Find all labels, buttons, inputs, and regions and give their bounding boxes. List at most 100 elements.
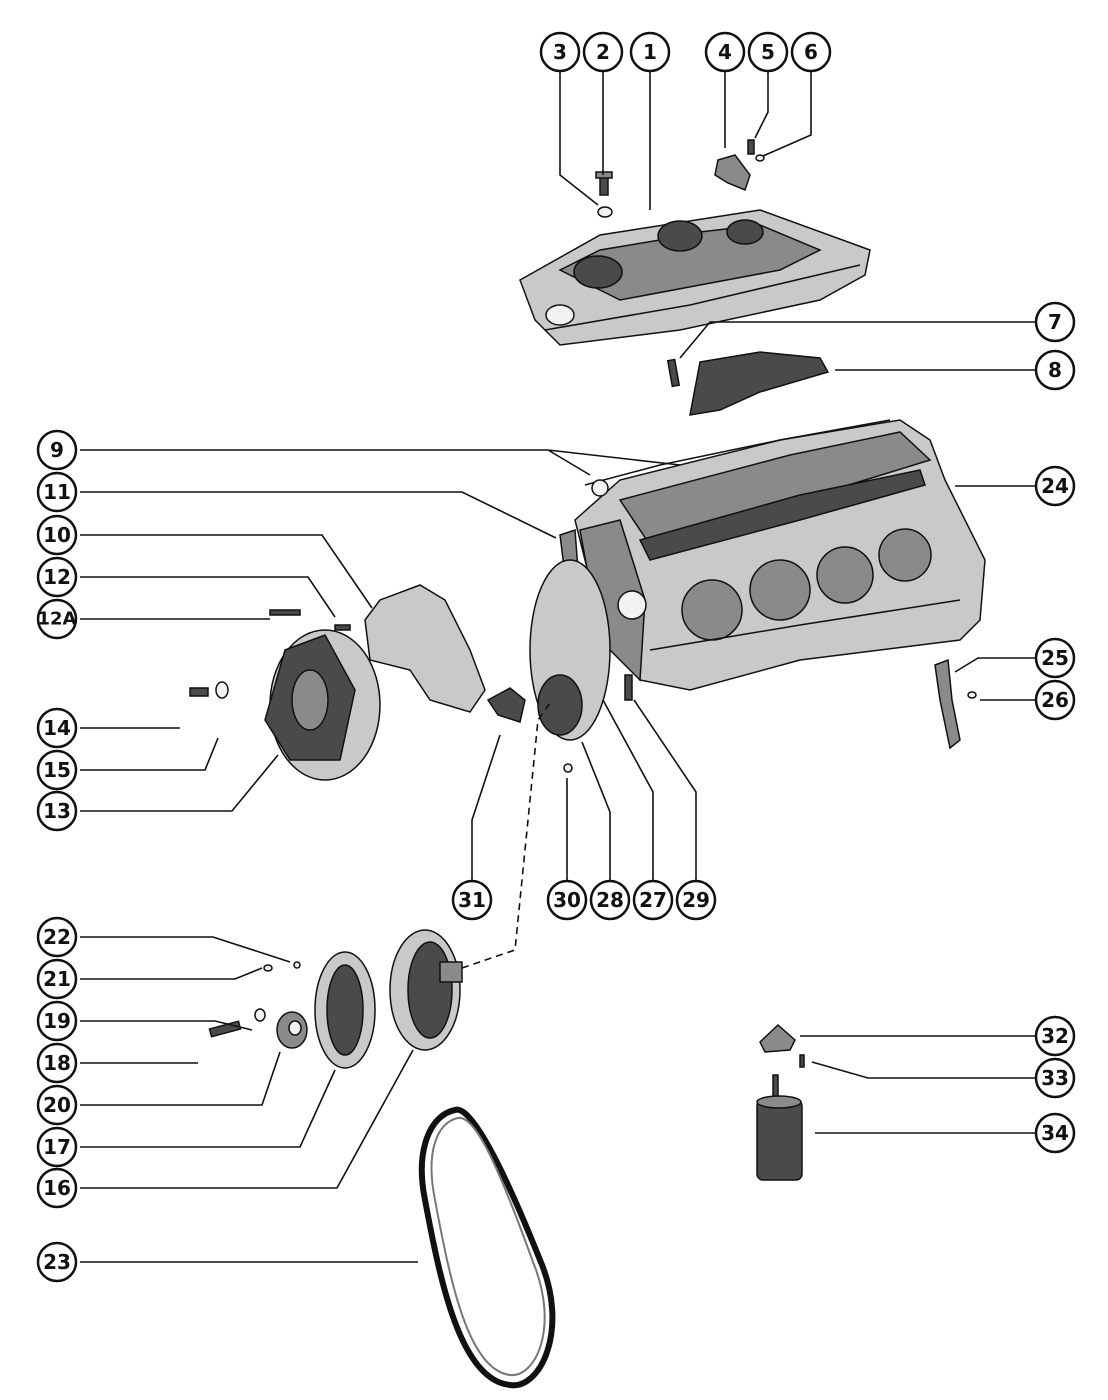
callout-29: 29	[675, 879, 717, 921]
svg-text:7: 7	[1048, 310, 1062, 334]
callout-1: 1	[629, 31, 671, 73]
svg-text:5: 5	[761, 40, 775, 64]
filter-adaptor	[759, 1023, 796, 1053]
callout-19: 19	[36, 1000, 78, 1042]
callout-27: 27	[632, 879, 674, 921]
pump-pulley	[264, 629, 381, 781]
pump-bolt	[334, 624, 351, 631]
callout-17: 17	[36, 1126, 78, 1168]
timing-cover	[537, 674, 583, 736]
callout-31: 31	[451, 879, 493, 921]
svg-text:24: 24	[1041, 474, 1069, 498]
callout-21: 21	[36, 958, 78, 1000]
callout-22: 22	[36, 916, 78, 958]
leader-31	[471, 734, 501, 880]
svg-text:33: 33	[1041, 1066, 1069, 1090]
callout-28: 28	[589, 879, 631, 921]
svg-text:34: 34	[1041, 1121, 1069, 1145]
manifold-washer	[597, 206, 613, 218]
svg-text:28: 28	[596, 888, 624, 912]
callout-26: 26	[1034, 679, 1076, 721]
oil-pump-screw	[967, 691, 977, 699]
callout-9: 9	[36, 429, 78, 471]
svg-text:27: 27	[639, 888, 667, 912]
svg-text:17: 17	[43, 1135, 71, 1159]
leader-11	[80, 491, 557, 539]
bracket-nut	[755, 154, 765, 162]
svg-text:21: 21	[43, 967, 71, 991]
manifold-bracket	[714, 154, 751, 191]
leader-12	[80, 576, 336, 618]
callout-18: 18	[36, 1042, 78, 1084]
leader-29	[633, 699, 697, 880]
leader-3	[559, 70, 599, 206]
valley-cover	[689, 351, 830, 416]
drive-belt	[418, 1106, 556, 1389]
callout-30: 30	[546, 879, 588, 921]
callout-6: 6	[790, 31, 832, 73]
callout-4: 4	[704, 31, 746, 73]
callout-7: 7	[1034, 301, 1076, 343]
leader-21	[80, 967, 263, 980]
parts-illustrations	[189, 139, 986, 1389]
drive-belt-inner	[430, 1116, 546, 1377]
svg-text:12A: 12A	[38, 609, 77, 630]
pump-stud	[269, 609, 301, 616]
callouts: 1 2 3 4 5 6 7 8 9 10 11 12 12A 13 14 15 …	[36, 31, 1076, 1283]
svg-text:32: 32	[1041, 1024, 1069, 1048]
leader-22	[80, 936, 291, 963]
callout-12a: 12A	[36, 598, 78, 640]
svg-text:25: 25	[1041, 646, 1069, 670]
callout-23: 23	[36, 1241, 78, 1283]
leader-19	[80, 1020, 253, 1031]
leader-17	[80, 1069, 336, 1148]
svg-text:3: 3	[553, 40, 567, 64]
crank-pulley-inner	[314, 951, 376, 1069]
svg-text:16: 16	[43, 1176, 71, 1200]
svg-text:15: 15	[43, 758, 71, 782]
cylinder-block	[574, 419, 986, 691]
callout-33: 33	[1034, 1057, 1076, 1099]
svg-text:13: 13	[43, 799, 71, 823]
svg-text:10: 10	[43, 523, 71, 547]
svg-text:26: 26	[1041, 688, 1069, 712]
callout-32: 32	[1034, 1015, 1076, 1057]
oil-filter	[756, 1095, 803, 1181]
leader-9	[80, 449, 681, 476]
leader-16	[80, 1049, 414, 1189]
pulley-bolt	[189, 687, 209, 697]
leader-13	[80, 754, 279, 812]
svg-text:14: 14	[43, 716, 71, 740]
svg-text:12: 12	[43, 565, 71, 589]
callout-16: 16	[36, 1167, 78, 1209]
callout-11: 11	[36, 471, 78, 513]
callout-10: 10	[36, 514, 78, 556]
leader-7	[679, 321, 1035, 359]
leader-20	[80, 1051, 281, 1106]
svg-text:6: 6	[804, 40, 818, 64]
callout-13: 13	[36, 790, 78, 832]
svg-text:2: 2	[596, 40, 610, 64]
callout-20: 20	[36, 1084, 78, 1126]
callout-5: 5	[747, 31, 789, 73]
callout-8: 8	[1034, 349, 1076, 391]
svg-text:4: 4	[718, 40, 732, 64]
gasket-ring	[591, 479, 609, 497]
svg-text:11: 11	[43, 480, 71, 504]
svg-text:31: 31	[458, 888, 486, 912]
support-bracket	[486, 687, 526, 723]
oil-pump-screen	[934, 658, 961, 750]
leader-28	[581, 741, 611, 880]
callout-2: 2	[582, 31, 624, 73]
svg-text:29: 29	[682, 888, 710, 912]
filter-bolt	[799, 1054, 805, 1068]
svg-text:22: 22	[43, 925, 71, 949]
svg-text:1: 1	[643, 40, 657, 64]
hub-center	[288, 1020, 302, 1036]
intake-manifold	[519, 209, 871, 346]
small-screw	[563, 763, 573, 773]
callout-25: 25	[1034, 637, 1076, 679]
cover-stud	[666, 358, 681, 388]
svg-text:30: 30	[553, 888, 581, 912]
